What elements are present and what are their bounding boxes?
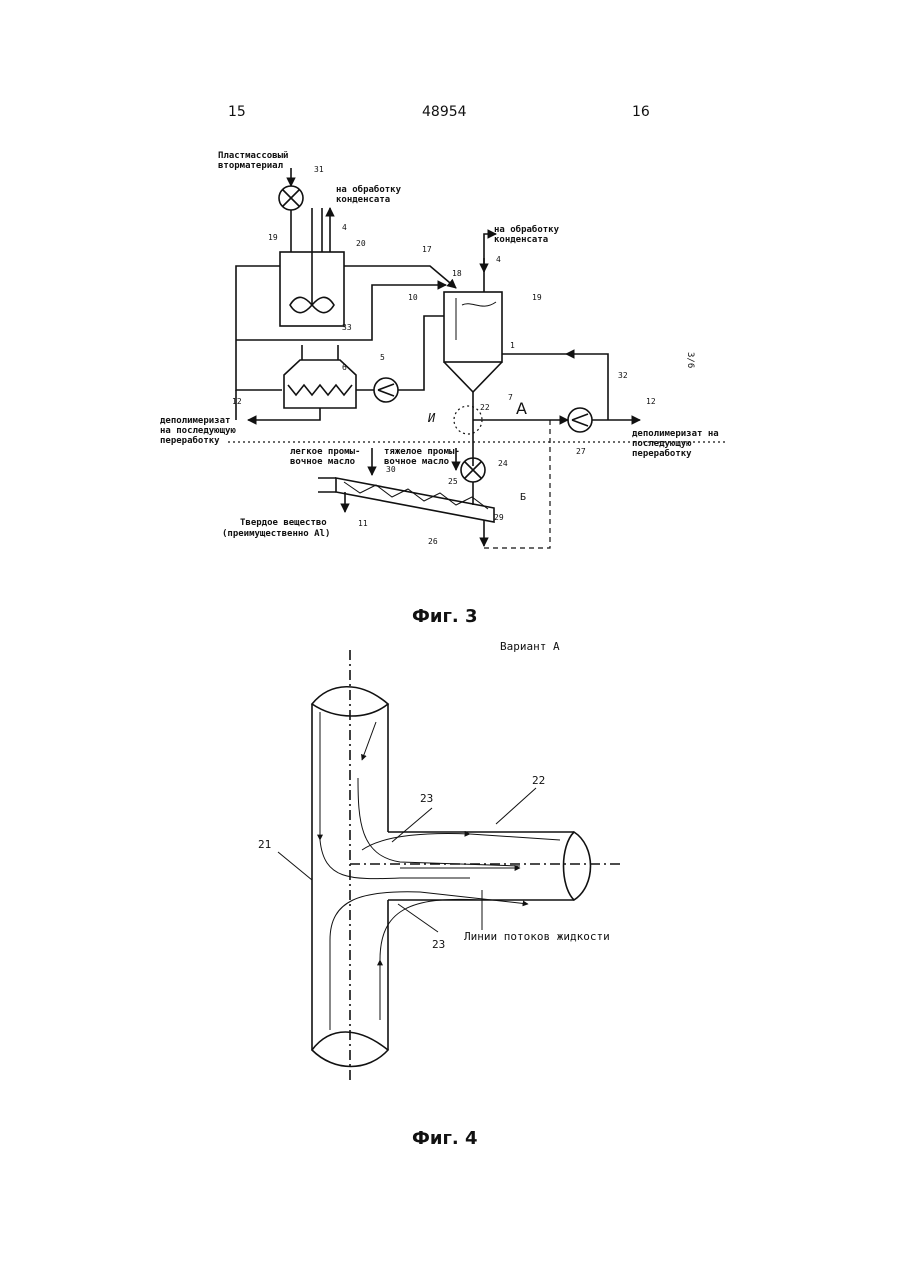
sheet-number: 3/6 [685,352,695,368]
flow-lines-label: Линии потоков жидкости [464,930,610,943]
ref-5: 5 [380,353,385,362]
pump-27 [568,408,592,432]
label-solid-1: Твердое вещество [240,518,327,528]
ref-17: 17 [422,245,432,254]
ref-19b: 19 [532,293,542,302]
label-depoly-right-3: переработку [632,448,692,459]
ref-33: 33 [342,323,352,332]
label-depoly-right-2: последующую [632,439,692,449]
ref-20: 20 [356,239,366,248]
label-depoly-left-3: переработку [160,435,220,446]
ref-12b: 12 [646,397,656,406]
ref-19a: 19 [268,233,278,242]
pump-5 [374,378,398,402]
label-condensate2-2: конденсата [494,235,548,245]
ref-7: 7 [508,393,513,402]
ref-6: 6 [342,363,347,372]
label-plastic-1: Пластмассовый [218,151,288,161]
reactor-1 [444,292,502,392]
ref-22: 22 [480,403,490,412]
ref-23-top: 23 [420,792,433,805]
fig4-caption: Фиг. 4 [412,1128,478,1149]
ref-31: 31 [314,165,324,174]
rotary-valve-31 [279,186,303,210]
label-heavy-oil-1: тяжелое промы- [384,447,460,457]
ref-23-bottom: 23 [432,938,445,951]
ref-22: 22 [532,774,545,787]
label-depoly-left-2: на последующую [160,426,236,436]
label-condensate1-2: конденсата [336,195,390,205]
fig3-caption: Фиг. 3 [412,606,478,627]
label-condensate1-1: на обработку [336,184,402,195]
label-detail-B: Б [520,492,526,503]
ref-24: 24 [498,459,508,468]
ref-30: 30 [386,465,396,474]
heat-exchanger-6 [284,345,356,408]
label-light-oil-1: легкое промы- [290,447,360,457]
label-plastic-2: вторматериал [218,161,283,171]
ref-1: 1 [510,341,515,350]
label-depoly-right-1: деполимеризат на [632,429,719,439]
ref-4a: 4 [342,223,347,232]
ref-29: 29 [494,513,504,522]
ref-21: 21 [258,838,271,851]
ref-25: 25 [448,477,458,486]
ref-12a: 12 [232,397,242,406]
fig3-diagram: Пластмассовый вторматериал на обработку … [160,151,725,548]
ref-26: 26 [428,537,438,546]
ref-10: 10 [408,293,418,302]
label-detail-I: И [427,411,436,425]
ref-27: 27 [576,447,586,456]
variant-label: Вариант А [500,640,560,653]
ref-4b: 4 [496,255,501,264]
ref-11: 11 [358,519,368,528]
label-solid-2: (преимущественно Al) [222,529,330,539]
label-light-oil-2: вочное масло [290,457,355,467]
label-depoly-left-1: деполимеризат [160,416,230,426]
screw-conveyor-26 [318,478,494,546]
ref-32: 32 [618,371,628,380]
label-condensate2-1: на обработку [494,224,560,235]
ref-18: 18 [452,269,462,278]
fig4-diagram: Вариант А 21 22 23 23 Лин [258,640,624,1082]
label-detail-A: A [516,399,527,418]
